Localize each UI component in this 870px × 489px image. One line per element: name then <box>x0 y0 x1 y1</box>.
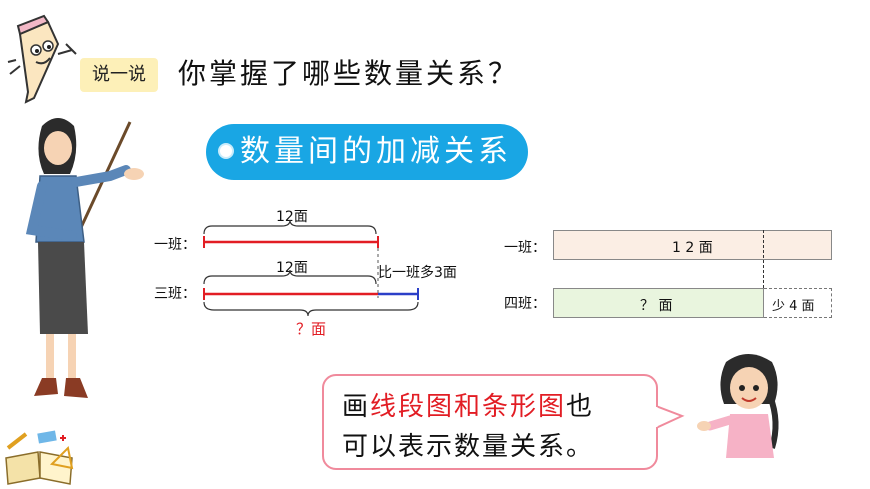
bar-row2-gap <box>764 288 832 318</box>
bar-row2-gap-text: 少 4 面 <box>772 299 815 314</box>
bar-row2 <box>553 288 764 318</box>
bubble-line1: 画线段图和条形图也 <box>342 386 594 423</box>
bubble-line2: 可以表示数量关系。 <box>342 432 595 462</box>
page-title: 你掌握了哪些数量关系？ <box>178 57 520 90</box>
bar-row2-text: ？ 面 <box>640 298 673 314</box>
bubble-line1-c: 也 <box>566 392 595 422</box>
topic-label: 数量间的加减关系 <box>240 134 512 169</box>
row2-label: 三班： <box>154 286 196 302</box>
row1-label: 一班： <box>154 237 196 253</box>
bar-divider <box>763 230 764 318</box>
line-segment-diagram <box>203 219 419 317</box>
bullet-icon <box>218 143 234 159</box>
bubble-line1-a: 画 <box>342 392 371 422</box>
bubble-tail <box>656 405 685 429</box>
bar-row2-label: 四班： <box>504 296 546 312</box>
row2-value: 12面 <box>276 260 308 276</box>
bar-row1 <box>553 230 832 260</box>
total-label: ？面 <box>296 320 327 338</box>
teacher-illustration <box>25 118 144 398</box>
bar-row1-label: 一班： <box>504 240 546 256</box>
speech-bubble: 画线段图和条形图也 可以表示数量关系。 <box>322 374 658 470</box>
topic-banner: 数量间的加减关系 <box>206 124 528 180</box>
student-girl-illustration <box>697 354 779 458</box>
brace-row2 <box>203 269 377 285</box>
bubble-line1-highlight: 线段图和条形图 <box>370 392 567 422</box>
bar-row1-text: 1 2 面 <box>672 240 713 256</box>
extra-label: 比一班多3面 <box>378 265 457 281</box>
pencil-mascot-icon <box>7 14 77 104</box>
brace-row1 <box>203 219 377 235</box>
row1-value: 12面 <box>276 209 308 225</box>
brace-total <box>203 301 419 317</box>
stationery-icon <box>5 430 74 485</box>
section-tag: 说一说 <box>80 58 158 92</box>
